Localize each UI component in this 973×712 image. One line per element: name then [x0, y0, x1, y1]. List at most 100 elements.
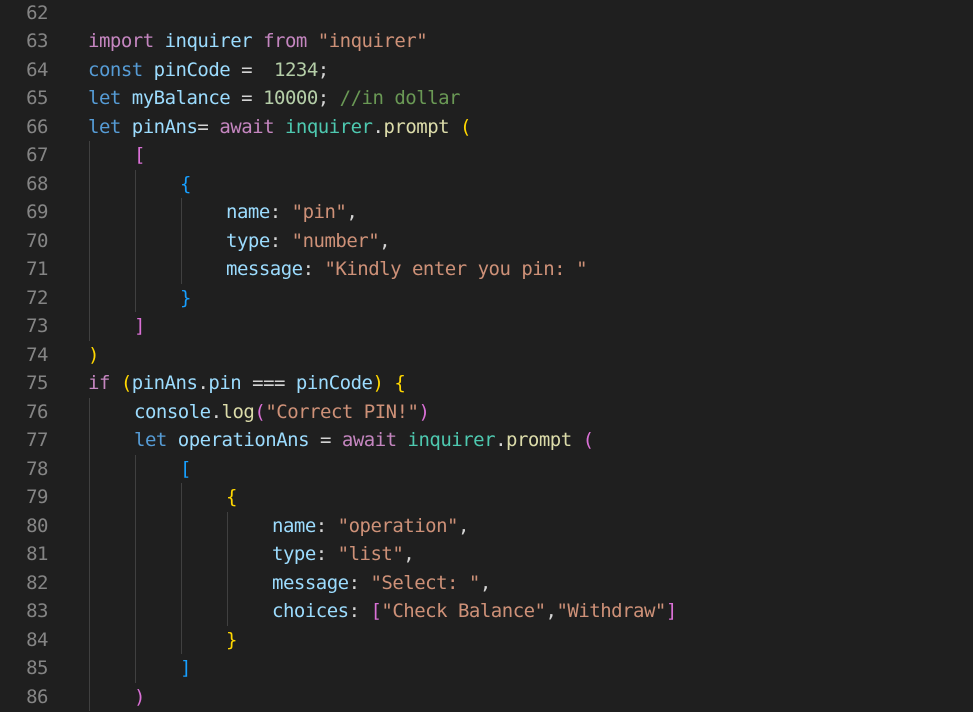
code-token: ===: [241, 372, 296, 394]
code-token: [154, 30, 165, 52]
code-token: ): [372, 372, 384, 394]
line-number: 76: [26, 400, 48, 423]
code-text: ]: [134, 312, 145, 341]
code-token: 10000: [263, 87, 318, 109]
code-token: .: [495, 429, 507, 451]
code-token: [143, 59, 154, 81]
code-text: [: [134, 141, 145, 170]
code-token: pinCode: [295, 372, 373, 394]
code-text: ): [88, 341, 99, 370]
code-token: inquirer: [164, 30, 253, 52]
code-token: pin: [208, 372, 242, 394]
code-line[interactable]: 84}: [0, 626, 973, 655]
code-line[interactable]: 66 let pinAns= await inquirer.prompt (: [0, 113, 973, 142]
code-token: "Select: ": [370, 571, 480, 594]
line-number: 66: [26, 115, 48, 138]
line-number: 80: [26, 514, 48, 537]
code-line[interactable]: 79{: [0, 483, 973, 512]
code-line[interactable]: 67[: [0, 141, 973, 170]
code-token: 1234: [263, 58, 318, 81]
code-token: ,: [379, 229, 391, 252]
code-token: message: [272, 571, 349, 594]
code-token: name: [272, 514, 316, 537]
code-token: prompt: [506, 429, 572, 451]
code-token: .: [210, 400, 222, 423]
indent-guide: [181, 483, 182, 654]
line-number: 71: [26, 258, 48, 280]
code-token: (: [460, 115, 471, 138]
code-line[interactable]: 72}: [0, 284, 973, 313]
code-text: let myBalance = 10000; //in dollar: [88, 84, 461, 113]
code-text: let pinAns= await inquirer.prompt (: [88, 113, 471, 142]
line-number: 73: [26, 315, 48, 337]
indent-guide: [135, 454, 136, 683]
code-token: [: [134, 144, 145, 166]
code-token: ]: [665, 600, 677, 622]
line-number: 85: [26, 657, 48, 679]
code-token: from: [263, 30, 307, 52]
code-text: choices: ["Check Balance","Withdraw"]: [272, 597, 677, 626]
code-token: ,: [346, 201, 358, 223]
code-line[interactable]: 62: [0, 0, 973, 27]
code-token: "inquirer": [317, 30, 428, 52]
code-token: [110, 372, 121, 394]
code-token: "list": [337, 543, 404, 565]
code-token: [167, 429, 178, 451]
line-number: 64: [26, 58, 48, 81]
code-line[interactable]: 80 name: "operation",: [0, 512, 973, 541]
code-token: =: [230, 87, 264, 109]
code-line[interactable]: 63 import inquirer from "inquirer": [0, 27, 973, 56]
code-line[interactable]: 85]: [0, 654, 973, 683]
line-number: 69: [26, 201, 48, 223]
code-token: "pin": [291, 201, 347, 223]
code-token: console: [134, 400, 211, 423]
line-number: 84: [26, 628, 48, 651]
code-token: .: [372, 115, 384, 138]
code-token: =: [309, 429, 342, 451]
code-text: ): [134, 683, 145, 712]
code-token: [252, 30, 263, 52]
line-number: 63: [26, 30, 48, 52]
code-line[interactable]: 73]: [0, 312, 973, 341]
indent-guide: [181, 198, 182, 284]
code-line[interactable]: 77 let operationAns = await inquirer.prom…: [0, 426, 973, 455]
code-line[interactable]: 74): [0, 341, 973, 370]
code-token: ): [134, 685, 145, 708]
line-number: 81: [26, 543, 48, 565]
code-token: choices: [272, 600, 349, 622]
code-token: if: [88, 372, 110, 394]
code-token: message: [226, 258, 303, 280]
code-text: name: "operation",: [272, 512, 469, 541]
code-token: [572, 429, 583, 451]
code-token: :: [348, 571, 371, 594]
indent-guide: [89, 397, 90, 711]
code-token: :: [348, 600, 371, 622]
code-line[interactable]: 68{: [0, 170, 973, 199]
code-text: let operationAns = await inquirer.prompt…: [134, 426, 594, 455]
code-token: [274, 116, 285, 138]
code-text: {: [226, 483, 237, 512]
code-text: [: [180, 455, 191, 484]
code-token: ): [418, 400, 430, 423]
code-token: "Kindly enter you pin: ": [324, 258, 588, 280]
code-line[interactable]: 86): [0, 683, 973, 712]
code-token: [: [370, 600, 382, 622]
line-number: 75: [26, 372, 48, 394]
code-token: let: [88, 87, 121, 109]
line-number: 77: [26, 429, 48, 451]
code-token: pinAns: [131, 372, 198, 394]
code-token: ,: [403, 543, 415, 565]
code-line[interactable]: 78[: [0, 455, 973, 484]
code-text: import inquirer from "inquirer": [88, 27, 428, 56]
